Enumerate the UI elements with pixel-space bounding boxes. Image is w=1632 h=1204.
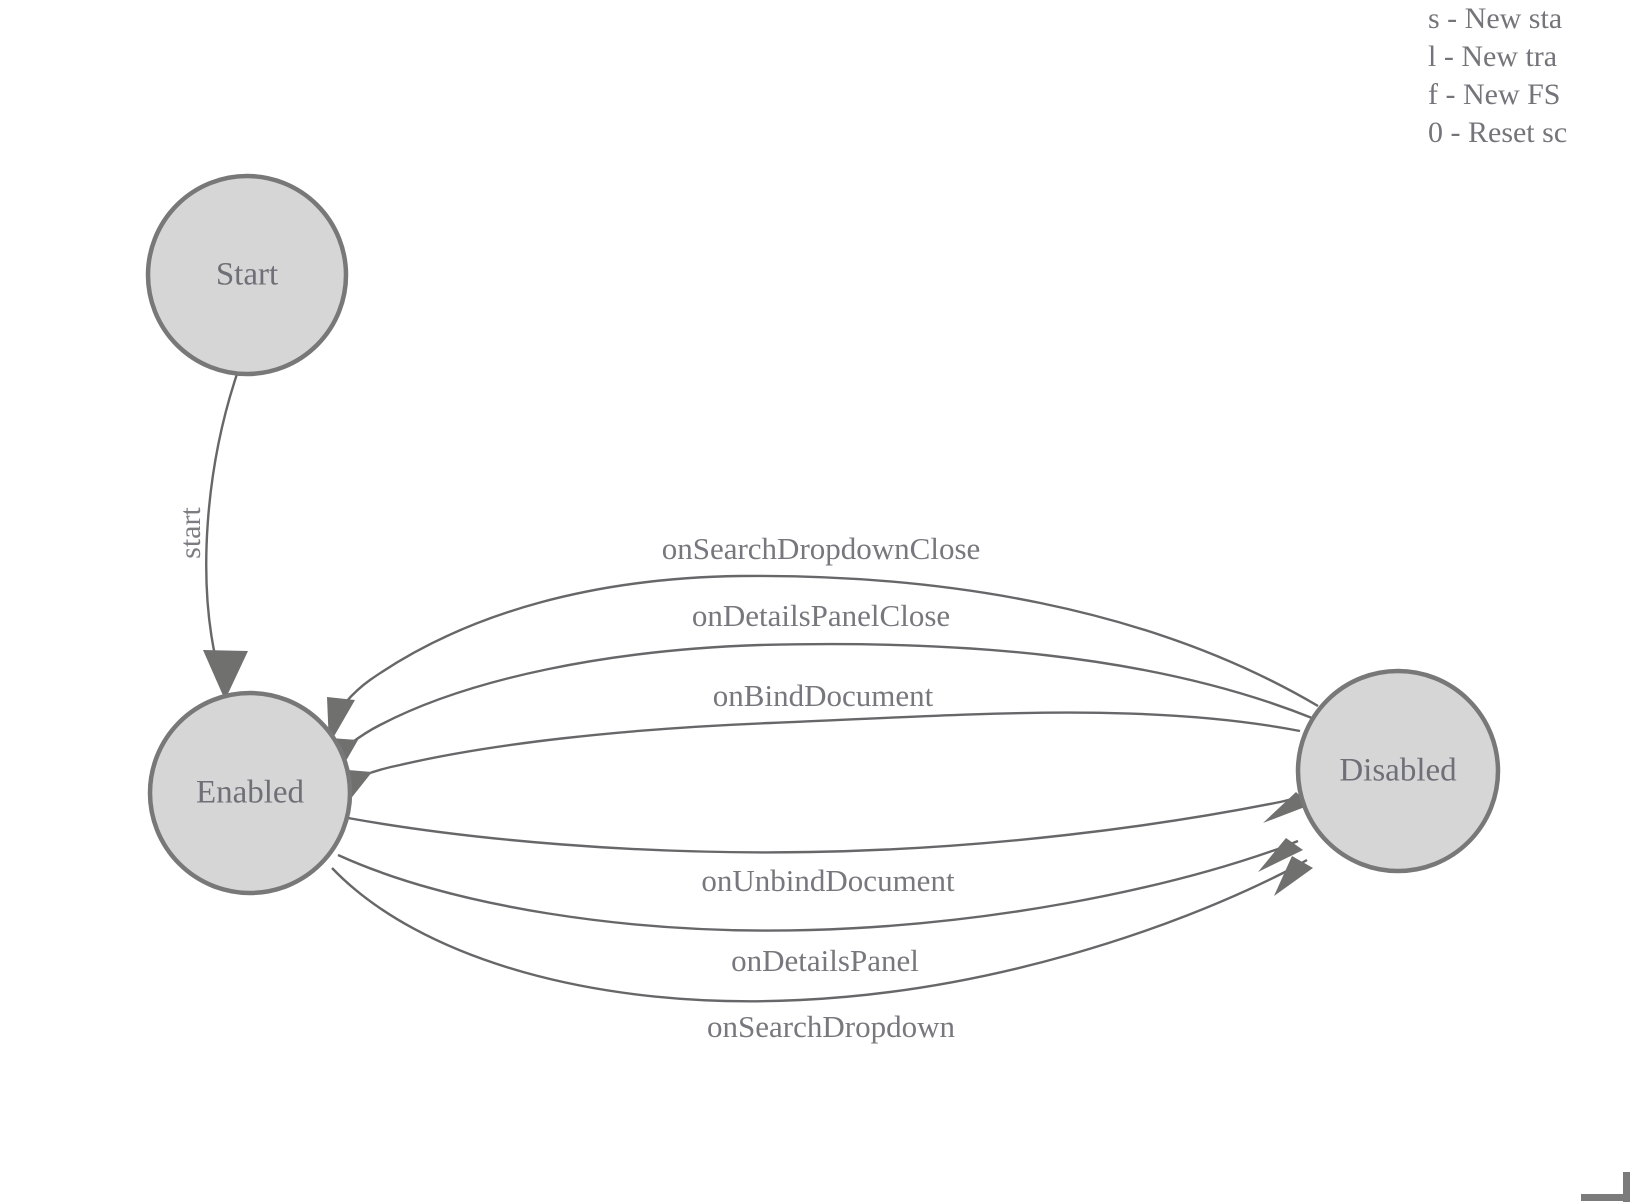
edge-disabled-to-enabled-onbinddocument[interactable] xyxy=(345,711,1301,806)
edge-enabled-to-disabled-onsearchdropdown[interactable] xyxy=(331,856,1313,1003)
edge-path-onsearchdropdown xyxy=(331,858,1308,1003)
node-start-label: Start xyxy=(216,257,278,293)
edge-path-start xyxy=(205,373,239,661)
node-enabled-label: Enabled xyxy=(196,775,305,811)
node-start-circle[interactable] xyxy=(145,173,349,377)
arrowhead-ondetailspanel xyxy=(1258,838,1303,872)
horizontal-scrollbar-thumb[interactable] xyxy=(1581,1194,1629,1201)
arrowhead-onsearchdropdown xyxy=(1274,856,1313,896)
edge-label-ondetailspanelclose: onDetailsPanelClose xyxy=(692,598,950,633)
edge-disabled-to-enabled-onsearchdropdownclose[interactable] xyxy=(327,574,1319,745)
edge-path-onunbinddocument xyxy=(347,793,1307,854)
node-start[interactable]: Start xyxy=(145,173,349,377)
node-disabled[interactable]: Disabled xyxy=(1295,668,1501,874)
edge-path-onbinddocument xyxy=(361,711,1301,778)
vertical-scrollbar-thumb[interactable] xyxy=(1623,1172,1630,1202)
arrowhead-onunbinddocument xyxy=(1263,792,1310,823)
node-disabled-label: Disabled xyxy=(1339,753,1457,789)
edge-label-onsearchdropdown: onSearchDropdown xyxy=(707,1009,955,1044)
node-enabled-circle[interactable] xyxy=(147,690,353,896)
arrowhead-onsearchdropdownclose xyxy=(327,697,355,745)
edge-label-onsearchdropdownclose: onSearchDropdownClose xyxy=(662,531,981,566)
edge-enabled-to-disabled-ondetailspanel[interactable] xyxy=(337,838,1303,932)
arrowhead-start xyxy=(203,650,248,700)
edge-label-start: start xyxy=(174,507,207,559)
edge-label-ondetailspanel: onDetailsPanel xyxy=(731,943,919,978)
edge-path-ondetailspanelclose xyxy=(349,642,1313,745)
edge-start-to-enabled[interactable] xyxy=(203,373,248,700)
edge-enabled-to-disabled-onunbinddocument[interactable] xyxy=(347,792,1310,854)
edge-path-ondetailspanel xyxy=(337,839,1299,932)
edge-label-onbinddocument: onBindDocument xyxy=(713,678,934,713)
node-enabled[interactable]: Enabled xyxy=(147,690,353,896)
edge-path-onsearchdropdownclose xyxy=(344,574,1319,708)
node-disabled-circle[interactable] xyxy=(1295,668,1501,874)
edge-label-onunbinddocument: onUnbindDocument xyxy=(701,863,955,898)
